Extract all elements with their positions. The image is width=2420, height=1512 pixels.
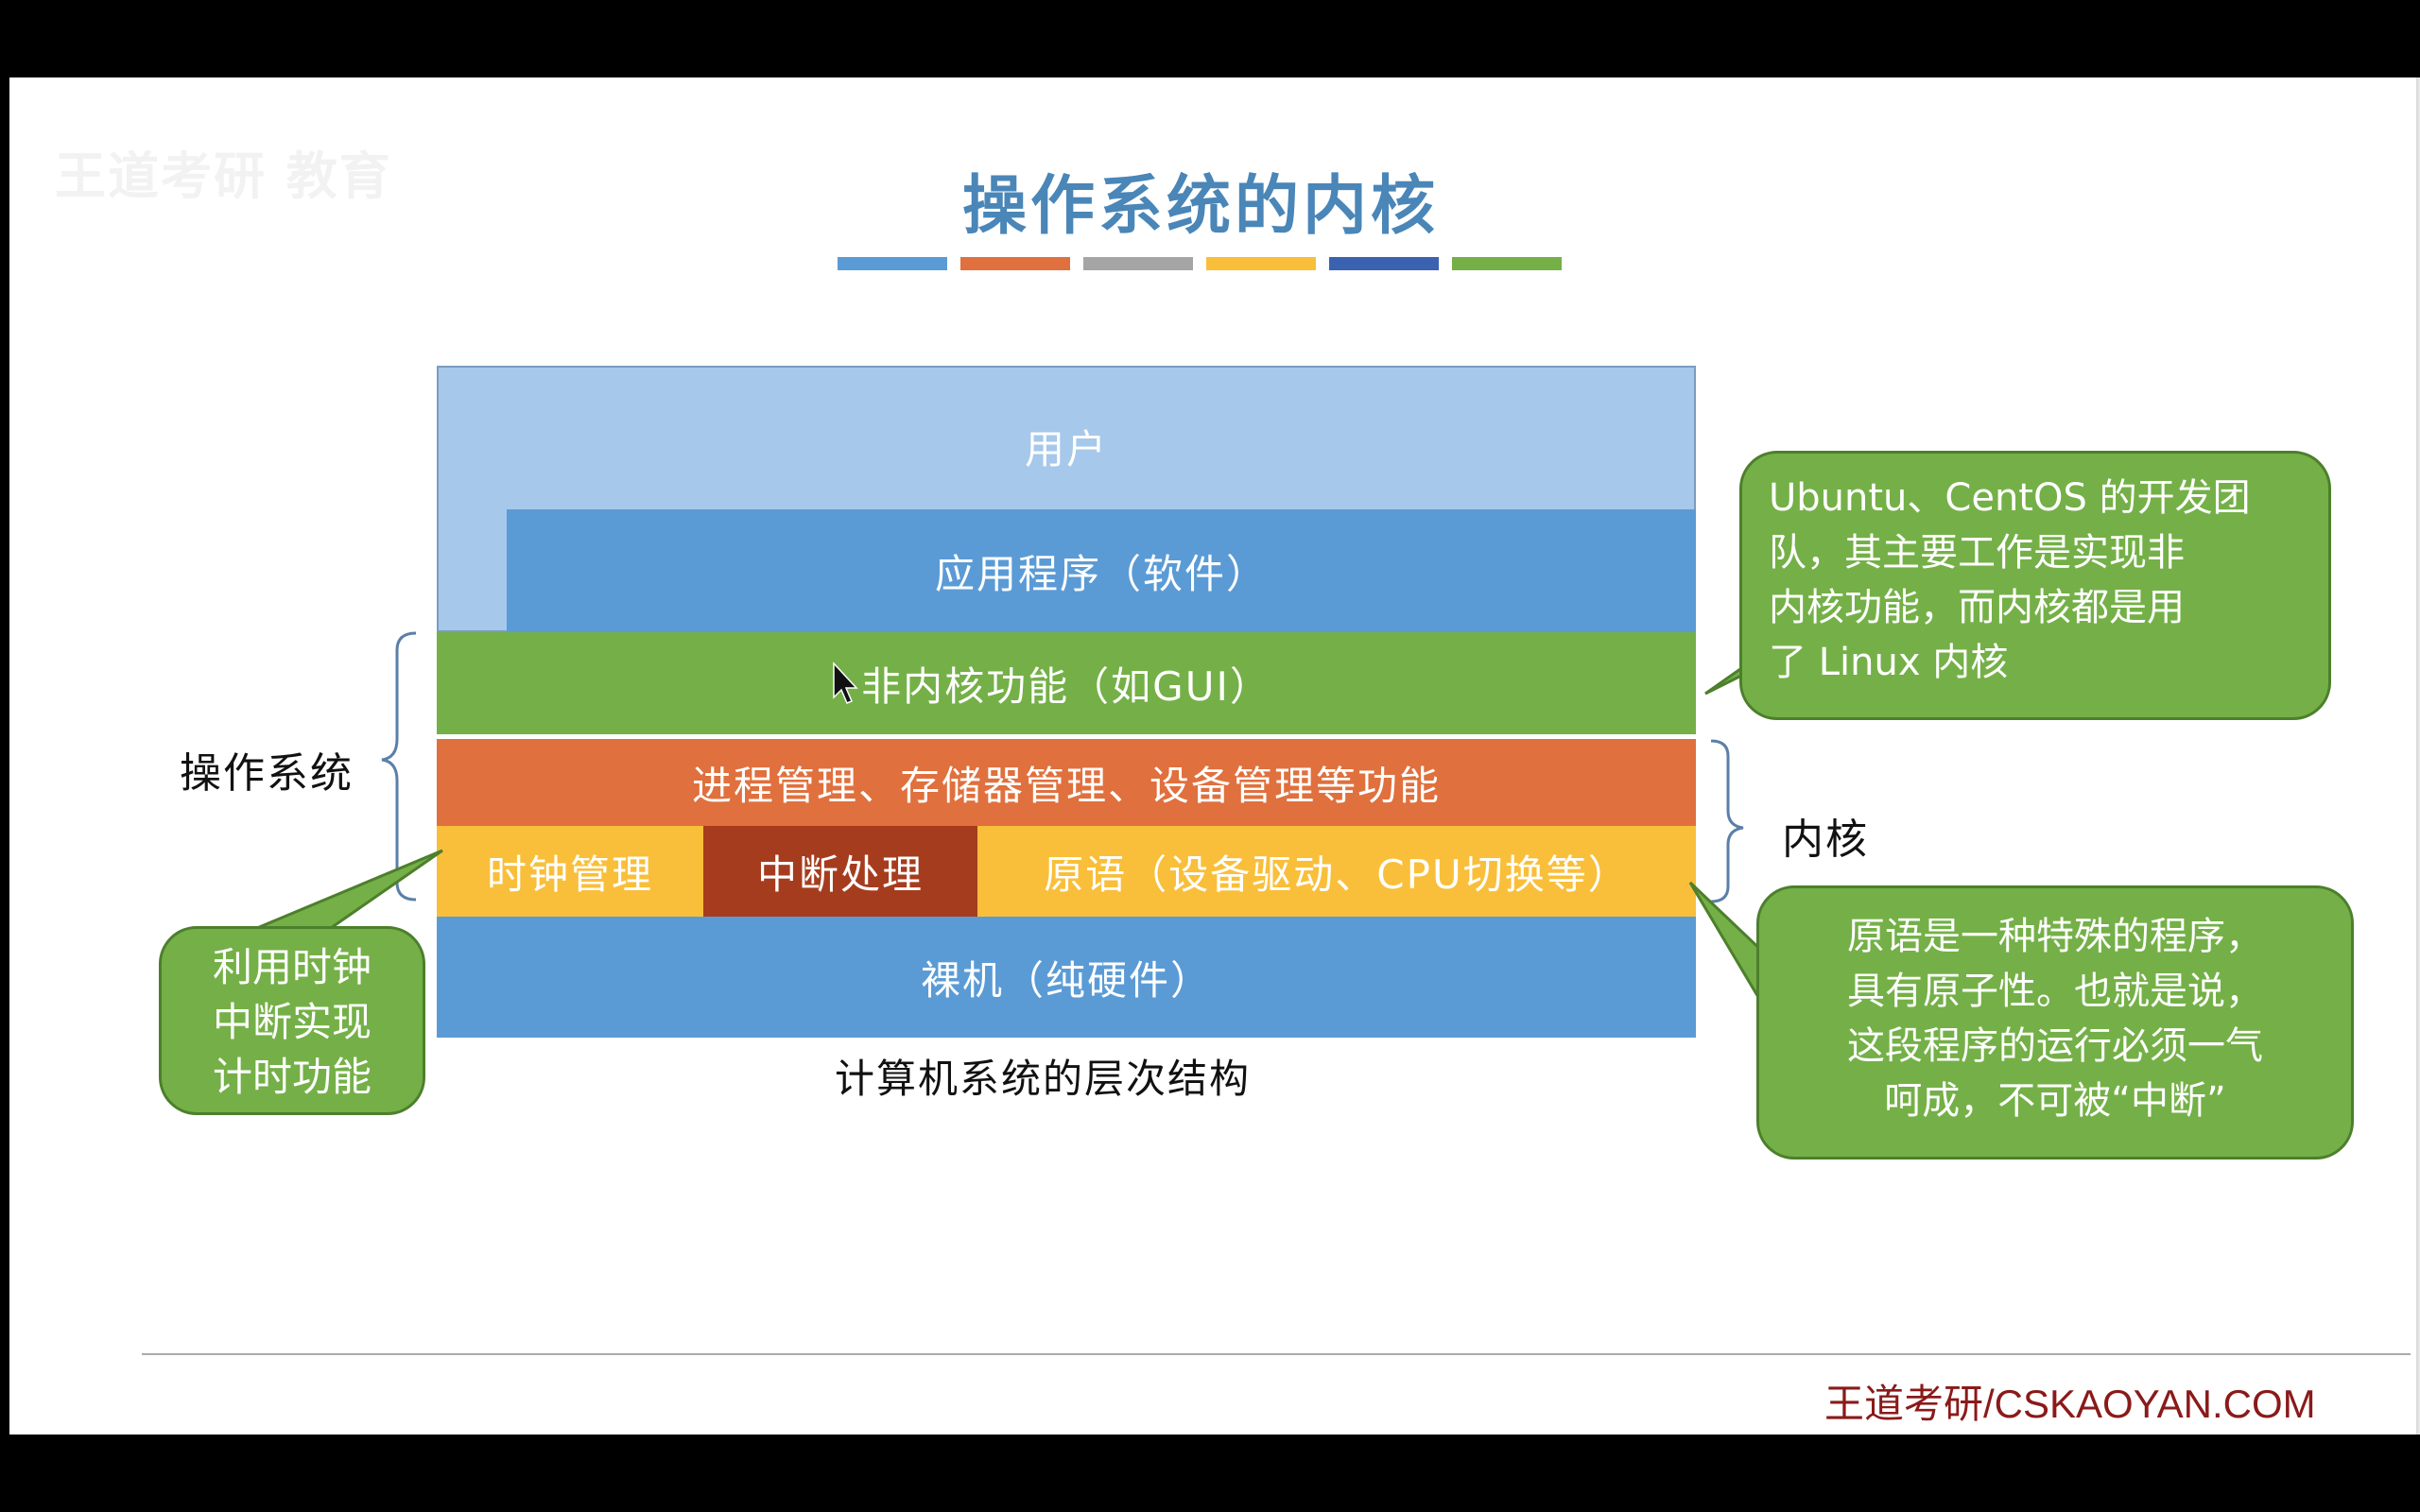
title-color-bar	[1206, 257, 1316, 270]
layer-clock-management: 时钟管理	[437, 826, 703, 917]
callout-clock-line: 计时功能	[212, 1054, 372, 1100]
slide-title: 操作系统的内核	[961, 169, 1439, 244]
callout-clock: 利用时钟 中断实现 计时功能	[159, 926, 425, 1115]
title-color-bars	[838, 257, 1562, 270]
callout-primitive-line: 呵成，不可被“中断”	[1884, 1079, 2226, 1123]
callout-clock-line: 中断实现	[212, 999, 372, 1045]
callout-distro-line: 了 Linux 内核	[1769, 641, 2009, 684]
layer-nonkernel: 非内核功能（如GUI）	[437, 632, 1696, 734]
diagram-caption: 计算机系统的层次结构	[834, 1056, 1251, 1102]
kernel-brace	[1710, 739, 1744, 903]
layer-interrupt-handling: 中断处理	[703, 826, 977, 917]
layer-process-management: 进程管理、存储器管理、设备管理等功能	[437, 739, 1696, 826]
callout-primitive-line: 这段程序的运行必须一气	[1847, 1024, 2263, 1068]
callout-primitive: 原语是一种特殊的程序， 具有原子性。也就是说， 这段程序的运行必须一气 呵成，不…	[1756, 885, 2354, 1160]
title-color-bar	[960, 257, 1070, 270]
slide-edge	[2416, 77, 2420, 1435]
layer-app: 应用程序（软件）	[507, 509, 1696, 632]
title-color-bar	[1452, 257, 1562, 270]
layer-bare-machine: 裸机（纯硬件）	[437, 917, 1696, 1038]
callout-primitive-line: 具有原子性。也就是说，	[1847, 970, 2263, 1013]
bottom-divider	[142, 1353, 2411, 1355]
title-color-bar	[838, 257, 947, 270]
os-label: 操作系统	[180, 749, 354, 798]
callout-clock-tail	[256, 849, 443, 930]
layer-user-label: 用户	[1024, 426, 1108, 472]
kernel-label: 内核	[1782, 816, 1869, 864]
slide: 王道考研 教育 操作系统的内核 用户 应用程序（软件） 非内核功能（如GUI） …	[9, 77, 2420, 1435]
title-color-bar	[1329, 257, 1439, 270]
callout-distro: Ubuntu、CentOS 的开发团 队，其主要工作是实现非 内核功能，而内核都…	[1739, 451, 2331, 720]
callout-distro-line: Ubuntu、CentOS 的开发团	[1769, 476, 2251, 520]
callout-primitive-line: 原语是一种特殊的程序，	[1847, 915, 2263, 958]
layer-primitive: 原语（设备驱动、CPU切换等）	[977, 826, 1696, 917]
os-brace	[381, 631, 417, 902]
title-color-bar	[1083, 257, 1193, 270]
callout-distro-line: 内核功能，而内核都是用	[1769, 586, 2185, 629]
footer-brand: 王道考研/CSKAOYAN.COM	[1824, 1382, 2316, 1426]
callout-distro-line: 队，其主要工作是实现非	[1769, 531, 2185, 575]
callout-clock-line: 利用时钟	[212, 944, 372, 990]
watermark-logo: 王道考研 教育	[55, 146, 392, 206]
